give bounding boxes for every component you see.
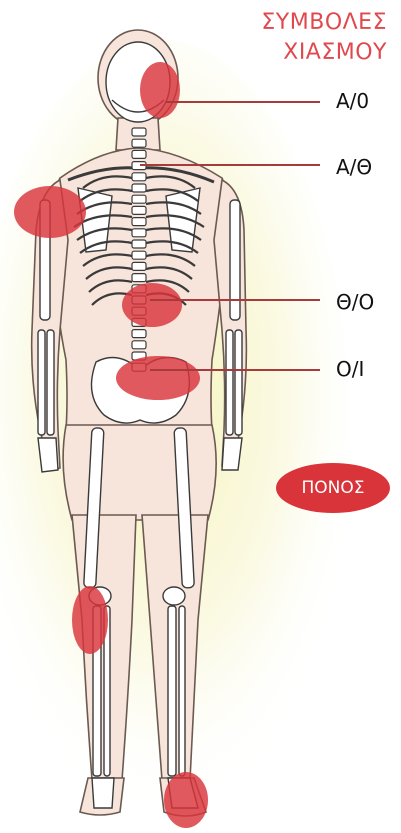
vertebra bbox=[132, 128, 146, 136]
callout-label-a0: Α/0 bbox=[336, 89, 369, 113]
vertebra bbox=[132, 184, 146, 192]
callout-label-oi: Ο/Ι bbox=[336, 357, 364, 381]
callout-label-tho: Θ/Ο bbox=[336, 290, 374, 314]
pain-zone-ankle bbox=[164, 772, 208, 828]
vertebra bbox=[132, 218, 146, 226]
vertebra bbox=[132, 195, 146, 203]
vertebra bbox=[132, 274, 146, 282]
vertebra bbox=[132, 341, 146, 349]
pain-zone-knee bbox=[72, 586, 108, 654]
vertebra bbox=[132, 173, 146, 181]
vertebra bbox=[132, 262, 146, 270]
vertebra bbox=[132, 139, 146, 147]
vertebra bbox=[132, 240, 146, 248]
pain-zone-neck bbox=[140, 62, 180, 118]
vertebra bbox=[132, 251, 146, 259]
vertebra bbox=[132, 330, 146, 338]
vertebra bbox=[132, 150, 146, 158]
callout-label-ath: Α/Θ bbox=[336, 155, 372, 179]
pain-zone-shoulder bbox=[14, 186, 86, 238]
pain-legend-badge: ΠΟΝΟΣ bbox=[276, 463, 390, 513]
pain-zone-sacral bbox=[116, 356, 200, 400]
title-line-1: ΣΥΜΒΟΛΕΣ bbox=[261, 10, 387, 35]
pain-zone-lumbar bbox=[122, 283, 182, 327]
vertebra bbox=[132, 229, 146, 237]
title-line-2: ΧΙΑΣΜΟΥ bbox=[283, 40, 387, 65]
vertebra bbox=[132, 206, 146, 214]
pain-legend-label: ΠΟΝΟΣ bbox=[301, 478, 364, 498]
